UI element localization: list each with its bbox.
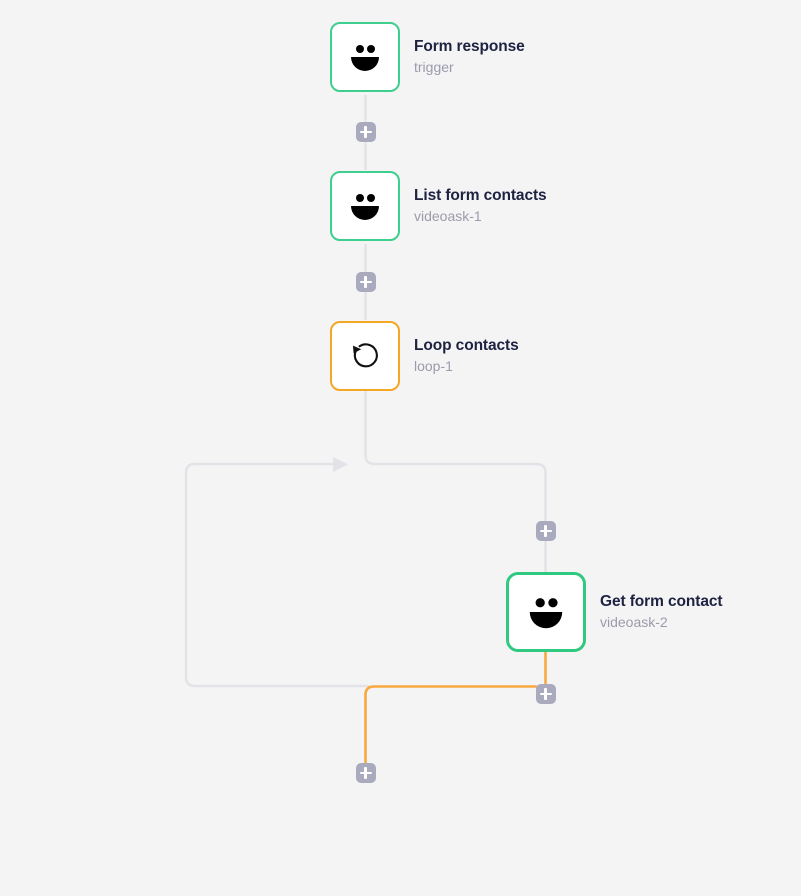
add-step-button-inside-loop-after-get-form-contact[interactable] bbox=[535, 684, 556, 704]
edge-loop-exit-to-add-after-loop bbox=[364, 685, 538, 767]
node-get-form-contact-box[interactable] bbox=[506, 572, 586, 652]
node-loop-contacts[interactable]: Loop contacts loop-1 bbox=[330, 321, 519, 391]
node-subtitle: videoask-1 bbox=[414, 208, 482, 225]
node-list-form-contacts-box[interactable] bbox=[330, 171, 400, 241]
videoask-smiley-icon bbox=[348, 45, 382, 71]
loop-arrow-icon bbox=[353, 343, 378, 368]
videoask-smiley-icon bbox=[526, 598, 565, 629]
node-get-form-contact-labels: Get form contact videoask-2 bbox=[600, 592, 723, 633]
edge-loop-back-return bbox=[184, 462, 370, 688]
node-subtitle: trigger bbox=[414, 59, 454, 76]
add-step-button-inside-loop-before-get-form-contact[interactable] bbox=[535, 521, 556, 541]
edge-loop-contacts-to-get-form-contact bbox=[364, 390, 547, 577]
videoask-smiley-icon bbox=[348, 194, 382, 220]
loop-back-arrowhead bbox=[333, 457, 348, 472]
node-form-response-labels: Form response trigger bbox=[414, 37, 525, 78]
node-loop-contacts-box[interactable] bbox=[330, 321, 400, 391]
node-form-response[interactable]: Form response trigger bbox=[330, 22, 525, 92]
node-list-form-contacts-labels: List form contacts videoask-1 bbox=[414, 186, 547, 227]
node-form-response-box[interactable] bbox=[330, 22, 400, 92]
node-title: Loop contacts bbox=[414, 336, 519, 354]
node-subtitle: loop-1 bbox=[414, 358, 453, 375]
add-step-button-after-list-form-contacts[interactable] bbox=[355, 272, 376, 292]
node-get-form-contact[interactable]: Get form contact videoask-2 bbox=[506, 572, 723, 652]
add-step-button-after-loop[interactable] bbox=[355, 763, 376, 783]
node-loop-contacts-labels: Loop contacts loop-1 bbox=[414, 336, 519, 377]
node-title: Get form contact bbox=[600, 592, 723, 610]
node-title: Form response bbox=[414, 37, 525, 55]
add-step-button-after-form-response[interactable] bbox=[355, 122, 376, 142]
node-list-form-contacts[interactable]: List form contacts videoask-1 bbox=[330, 171, 547, 241]
node-title: List form contacts bbox=[414, 186, 547, 204]
node-subtitle: videoask-2 bbox=[600, 614, 668, 631]
